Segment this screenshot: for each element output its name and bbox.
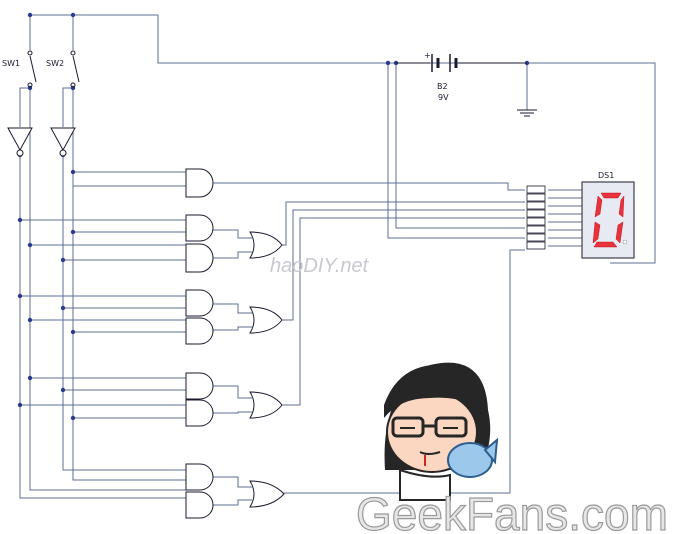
junction-node	[27, 242, 33, 248]
and-gate	[185, 214, 214, 242]
or-gates	[249, 231, 285, 508]
junction-node	[27, 12, 33, 18]
sw1-label: SW1	[2, 59, 20, 68]
junction-node	[70, 229, 76, 235]
junction-node	[70, 12, 76, 18]
junction-node	[60, 305, 66, 311]
switch-sw1	[27, 50, 37, 88]
geekfans-watermark: GeekFans.com	[356, 488, 668, 534]
seven-segment-display	[581, 181, 635, 259]
digit-segments	[592, 192, 625, 248]
battery-value-label: 9V	[438, 93, 449, 102]
and-gate	[185, 317, 214, 345]
junction-node	[70, 329, 76, 335]
junction-node	[17, 217, 23, 223]
or-gate	[249, 231, 283, 259]
junction-node	[17, 402, 23, 408]
haodiy-watermark: haoDIY.net	[270, 255, 370, 277]
inverter-2	[50, 127, 76, 157]
junction-node	[17, 293, 23, 299]
and-gate	[185, 491, 214, 519]
or-gate	[249, 391, 283, 419]
or-gate	[249, 480, 285, 508]
and-gate	[185, 168, 214, 198]
battery-name-label: B2	[437, 82, 448, 91]
and-gate	[185, 289, 214, 317]
wires	[19, 14, 656, 506]
and-gate	[185, 372, 214, 400]
and-gates	[185, 168, 214, 519]
and-gate	[185, 463, 214, 491]
ground-icon	[517, 109, 537, 117]
or-gate	[249, 306, 283, 334]
junction-node	[60, 257, 66, 263]
display-label: DS1	[598, 171, 614, 180]
and-gate	[185, 399, 214, 427]
junction-node	[70, 415, 76, 421]
battery-b2	[396, 54, 527, 72]
sw2-label: SW2	[46, 59, 64, 68]
and-gate	[185, 243, 214, 273]
inverter-1	[7, 127, 33, 157]
junction-node	[60, 387, 66, 393]
switch-sw2	[70, 50, 80, 88]
junction-node	[27, 317, 33, 323]
junction-node	[385, 60, 391, 66]
resistor-array	[526, 185, 546, 250]
junction-node	[27, 375, 33, 381]
junction-nodes	[17, 12, 530, 421]
junction-node	[70, 169, 76, 175]
battery-plus-label: +	[424, 51, 431, 60]
mascot-illustration	[384, 362, 499, 501]
